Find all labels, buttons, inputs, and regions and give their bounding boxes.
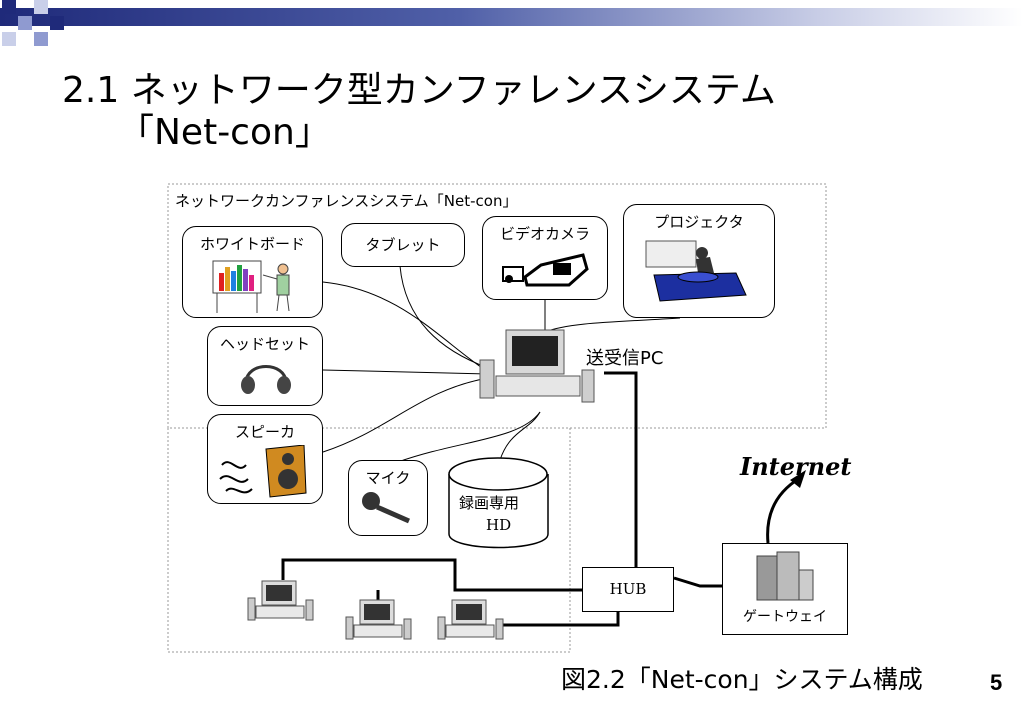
internet-label: Internet — [740, 452, 851, 481]
internet-arrow-head — [790, 470, 806, 488]
client-pc-3-icon — [437, 599, 504, 640]
hd-label-1: 録画専用 — [459, 492, 519, 513]
slide-title-line2: 「Net-con」 — [118, 112, 331, 153]
microphone-icon — [362, 492, 411, 524]
link-mic — [397, 411, 541, 463]
whiteboard-node: ホワイトボード — [182, 226, 323, 318]
projector-node: プロジェクタ — [623, 204, 775, 318]
hd-label-2: HD — [486, 516, 511, 534]
link-projector — [544, 317, 681, 333]
hub-label: HUB — [609, 580, 647, 598]
whiteboard-label: ホワイトボード — [199, 235, 305, 253]
hub-node: HUB — [582, 567, 674, 612]
headset-label: ヘッドセット — [219, 335, 310, 353]
internet-label-text: Internet — [740, 452, 852, 481]
decor-square — [2, 32, 16, 46]
projector-label: プロジェクタ — [654, 213, 744, 231]
network-region — [167, 428, 571, 653]
decor-square — [2, 0, 16, 14]
projector-icon — [645, 240, 747, 302]
video-camera-node: ビデオカメラ — [482, 216, 608, 300]
gateway-node: ゲートウェイ — [722, 543, 848, 635]
pc-label: 送受信PC — [586, 344, 663, 370]
gateway-server-icon — [756, 551, 814, 601]
client-pc-1-icon — [247, 580, 314, 621]
tablet-label: タブレット — [365, 236, 441, 254]
pc-label-text: 送受信PC — [586, 348, 664, 369]
cable-pc-hub — [604, 371, 638, 567]
headset-node: ヘッドセット — [207, 326, 323, 406]
decor-square — [34, 0, 48, 14]
link-speaker — [322, 377, 489, 453]
cable-hub-gateway — [673, 576, 722, 588]
hd-label-line1: 録画専用 — [459, 494, 520, 512]
decor-square — [18, 16, 32, 30]
cable-pc1 — [281, 558, 582, 592]
speaker-icon — [219, 445, 307, 498]
whiteboard-icon — [212, 260, 290, 313]
link-tablet — [399, 265, 489, 369]
video-camera-label: ビデオカメラ — [499, 225, 590, 243]
figure-caption: 図2.2「Net-con」システム構成 — [561, 665, 923, 694]
cable-gateway-internet — [766, 476, 801, 544]
page-number: 5 — [990, 670, 1003, 695]
main-pc-icon — [479, 329, 595, 403]
mic-label: マイク — [365, 469, 411, 487]
slide-title-line1: 2.1 ネットワーク型カンファレンスシステム — [62, 70, 776, 111]
cable-pc3 — [500, 612, 620, 627]
video-camera-icon — [502, 253, 589, 287]
gateway-label: ゲートウェイ — [743, 609, 827, 625]
client-pc-2-icon — [345, 599, 412, 640]
decor-square — [50, 16, 64, 30]
system-label: ネットワークカンファレンスシステム「Net-con」 — [175, 190, 517, 211]
link-headset — [322, 369, 489, 375]
speaker-label: スピーカ — [234, 423, 295, 441]
hd-label-line2: HD — [486, 516, 512, 534]
system-region — [167, 183, 827, 429]
speaker-node: スピーカ — [207, 414, 323, 504]
mic-node: マイク — [348, 460, 428, 536]
header-gradient-bar — [0, 8, 1023, 26]
headset-icon — [241, 365, 291, 394]
link-hd — [499, 411, 541, 461]
tablet-node: タブレット — [341, 223, 465, 267]
link-whiteboard — [322, 281, 489, 373]
slide-title: 2.1 ネットワーク型カンファレンスシステム 「Net-con」 — [62, 70, 776, 154]
hd-cylinder — [448, 457, 549, 549]
decor-square — [34, 32, 48, 46]
system-label-text: ネットワークカンファレンスシステム「Net-con」 — [175, 192, 518, 210]
